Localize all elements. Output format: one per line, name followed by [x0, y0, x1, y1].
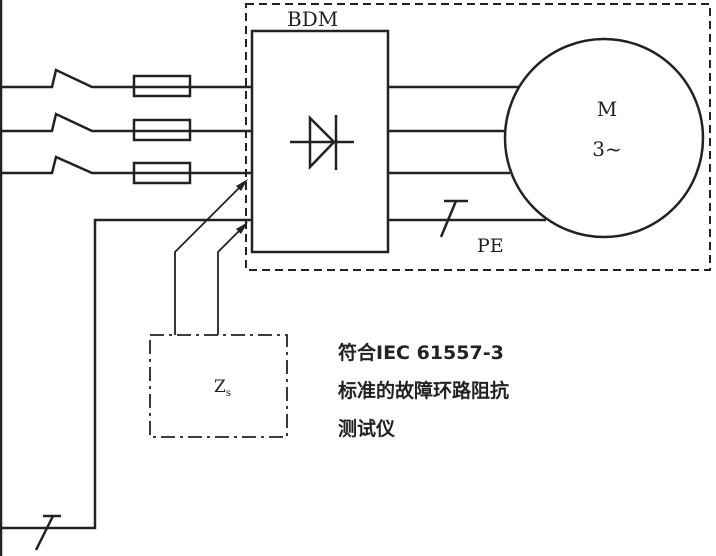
tester-label: Zs	[214, 377, 231, 399]
probe-lead-1	[174, 180, 247, 335]
probe-lead-2	[217, 223, 247, 335]
ground-tick-icon	[34, 514, 61, 551]
arrowhead-icon	[236, 179, 248, 191]
motor-circle	[503, 37, 705, 239]
phase-l1	[0, 68, 252, 98]
motor-phase-label: 3~	[592, 137, 621, 161]
bdm-label: BDM	[287, 7, 338, 31]
phase-l3	[0, 155, 252, 185]
diode-icon	[290, 114, 354, 171]
pe-conductor-input	[0, 218, 252, 530]
motor-label: M	[597, 97, 617, 121]
phase-l2	[0, 112, 252, 142]
arrowhead-icon	[236, 222, 248, 234]
pe-label: PE	[477, 235, 504, 257]
description-line: 符合IEC 61557-3	[338, 342, 504, 364]
tester-box	[149, 334, 288, 438]
bdm-enclosure-dashed	[245, 3, 711, 271]
description-line: 标准的故障环路阻抗	[338, 380, 510, 402]
description-line: 测试仪	[338, 418, 396, 440]
tester-description: 符合IEC 61557-3 标准的故障环路阻抗 测试仪	[338, 334, 509, 448]
ground-tick-icon	[439, 199, 468, 238]
